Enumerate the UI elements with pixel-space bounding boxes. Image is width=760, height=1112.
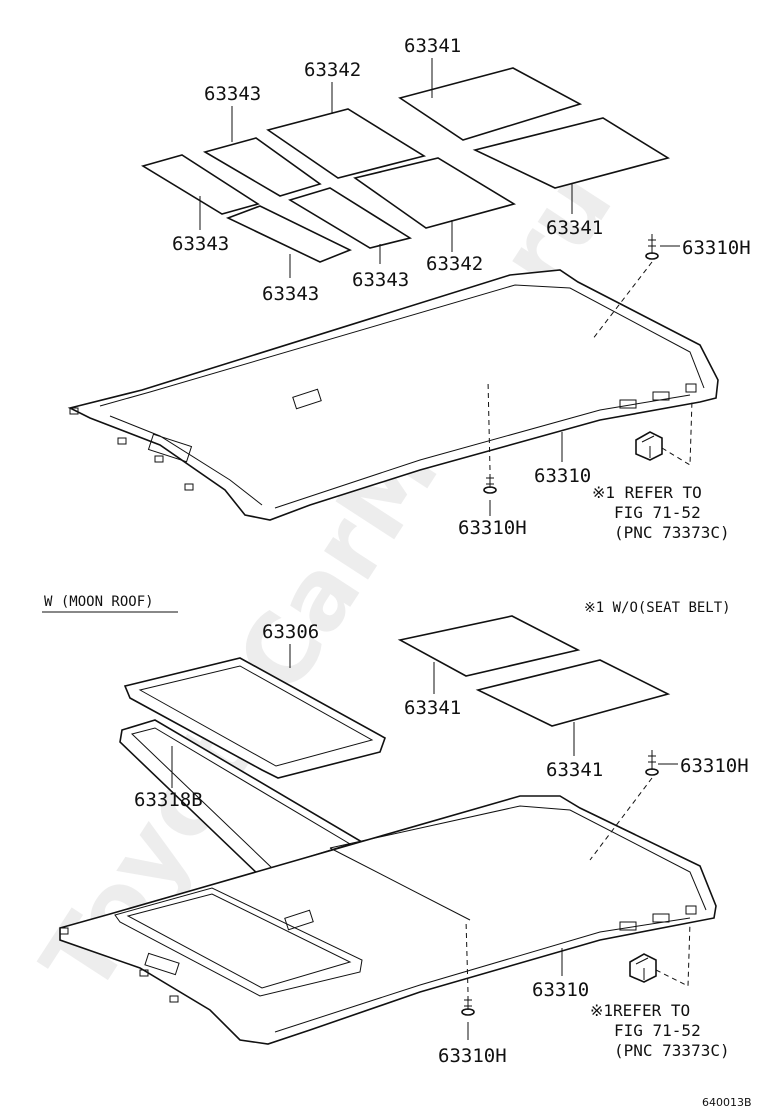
front-hole-4 xyxy=(69,407,79,415)
seat-belt-cover-b xyxy=(629,953,657,983)
rear-opening-b2 xyxy=(652,913,670,923)
label-63341-b-upper: 63341 xyxy=(404,697,461,719)
sunshade-inner xyxy=(138,665,374,767)
pad-63343-b xyxy=(141,154,260,215)
label-63341-lower: 63341 xyxy=(546,217,603,239)
headliner-bottom-rim xyxy=(274,805,707,1033)
top-diagram: 63341 63342 63343 63343 63343 63343 6334… xyxy=(67,35,751,542)
rear-opening-b1 xyxy=(619,921,637,931)
install-line-b3 xyxy=(655,921,691,987)
section-title: W (MOON ROOF) xyxy=(44,594,154,610)
pad-63341-a xyxy=(398,67,583,141)
seat-belt-cover xyxy=(635,431,663,461)
install-line-2 xyxy=(487,379,491,471)
console-opening xyxy=(147,433,193,463)
label-63342-lower: 63342 xyxy=(426,253,483,275)
refer-note-line3: (PNC 73373C) xyxy=(614,523,730,542)
refer-note-line2: FIG 71-52 xyxy=(614,503,701,522)
label-63310h-bottom: 63310H xyxy=(458,517,527,539)
label-63343-bottom: 63343 xyxy=(262,283,319,305)
dome-light-opening xyxy=(292,388,322,410)
pad-63341-c xyxy=(397,615,581,677)
label-63341-upper: 63341 xyxy=(404,35,461,57)
label-63341-b-lower: 63341 xyxy=(546,759,603,781)
refer-note-line1: ※1 REFER TO xyxy=(592,483,702,502)
clip-63310h-lower xyxy=(483,474,497,494)
pad-63343-d xyxy=(225,205,352,263)
rear-opening-1 xyxy=(619,399,637,409)
refer-note-b-line2: FIG 71-52 xyxy=(614,1021,701,1040)
label-63306: 63306 xyxy=(262,621,319,643)
pad-63343-a xyxy=(202,137,322,197)
assist-grip-opening xyxy=(284,909,314,931)
rear-opening-b3 xyxy=(685,905,697,915)
front-console-opening xyxy=(144,952,180,976)
moonroof-opening xyxy=(114,887,363,997)
refer-note-b-line3: (PNC 73373C) xyxy=(614,1041,730,1060)
label-63310h-right: 63310H xyxy=(682,237,751,259)
front-hole-b3 xyxy=(59,927,69,935)
clip-63310h-lower-b xyxy=(461,996,475,1016)
seat-belt-note: ※1 W/O(SEAT BELT) xyxy=(584,600,731,616)
headliner-top xyxy=(67,269,719,521)
pad-63342-a xyxy=(266,108,427,179)
label-63310h-b-bottom: 63310H xyxy=(438,1045,507,1067)
label-63310-headliner: 63310 xyxy=(534,465,591,487)
front-hole-2 xyxy=(154,455,164,463)
install-line-1 xyxy=(591,261,653,341)
pad-63341-d xyxy=(475,659,671,727)
sunshade-63306 xyxy=(123,657,386,779)
front-hole-1 xyxy=(117,437,127,445)
headliner-top-rim xyxy=(99,284,705,506)
label-63343-mid: 63343 xyxy=(352,269,409,291)
rear-opening-3 xyxy=(685,383,697,393)
front-hole-b2 xyxy=(169,995,179,1003)
label-63342-upper: 63342 xyxy=(304,59,361,81)
front-hole-3 xyxy=(184,483,194,491)
rear-opening-2 xyxy=(652,391,670,401)
clip-63310h-upper xyxy=(645,234,659,260)
moonroof-opening-inner xyxy=(126,893,352,989)
headliner-top-rim2 xyxy=(274,394,691,509)
install-line-3 xyxy=(661,399,693,466)
refer-note-b-line1: ※1REFER TO xyxy=(590,1001,690,1020)
front-hole-b1 xyxy=(139,969,149,977)
pad-63341-b xyxy=(472,117,671,189)
clip-63310h-upper-b xyxy=(645,750,659,776)
label-63343-left: 63343 xyxy=(172,233,229,255)
label-63310-b-headliner: 63310 xyxy=(532,979,589,1001)
label-63343-upper: 63343 xyxy=(204,83,261,105)
figure-id: 640013B xyxy=(702,1096,752,1109)
label-63310h-b-right: 63310H xyxy=(680,755,749,777)
pad-63343-c xyxy=(288,187,413,249)
headliner-bottom xyxy=(59,795,717,1045)
label-63318b: 63318B xyxy=(134,789,203,811)
pad-63342-b xyxy=(353,157,517,229)
install-line-b1 xyxy=(589,777,653,861)
bottom-diagram: W (MOON ROOF) ※1 W/O(SEAT BELT) xyxy=(42,594,749,1067)
install-line-b2 xyxy=(465,919,469,993)
